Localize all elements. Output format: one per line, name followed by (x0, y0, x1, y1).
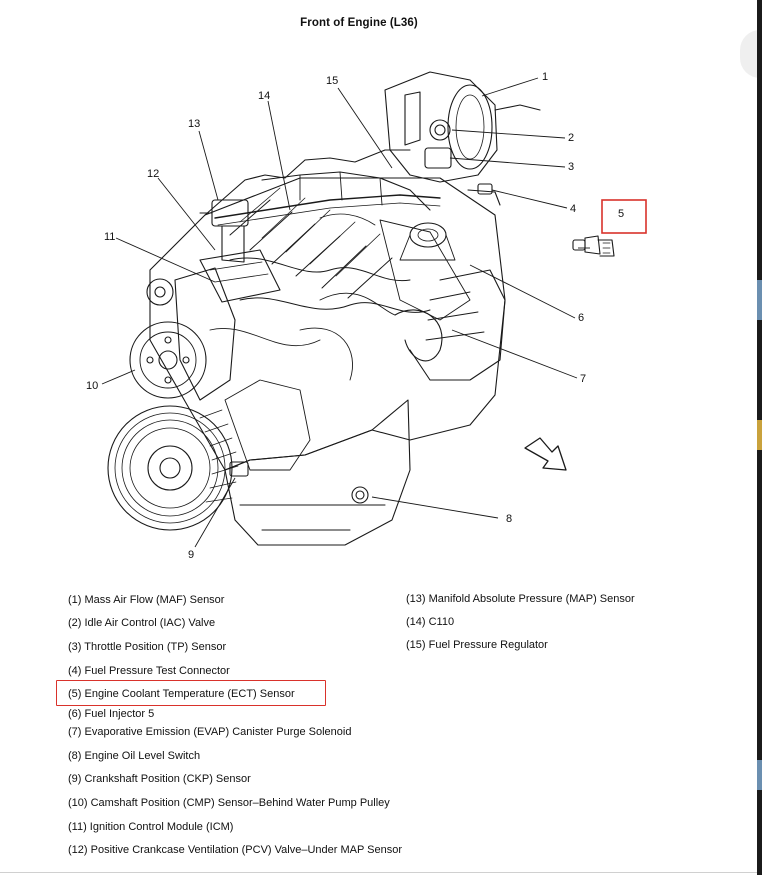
legend-item-15: (15) Fuel Pressure Regulator (406, 639, 548, 651)
legend-item-13: (13) Manifold Absolute Pressure (MAP) Se… (406, 593, 635, 605)
legend-item-14: (14) C110 (406, 616, 455, 628)
callout-6: 6 (578, 312, 584, 324)
legend-item-12: (12) Positive Crankcase Ventilation (PCV… (68, 844, 403, 856)
engine-diagram: 1 2 3 4 5 6 7 8 9 10 11 12 13 14 15 (86, 71, 647, 561)
window-edge (757, 0, 762, 875)
callout-5-highlight (601, 199, 647, 234)
legend-item-10: (10) Camshaft Position (CMP) Sensor–Behi… (68, 797, 390, 809)
callout-9: 9 (188, 549, 194, 561)
callout-3: 3 (568, 161, 574, 173)
water-pump-pulley (129, 321, 207, 399)
ect-sensor-graphic (572, 235, 615, 257)
legend-item-4: (4) Fuel Pressure Test Connector (68, 665, 230, 677)
legend-item-9: (9) Crankshaft Position (CKP) Sensor (68, 773, 251, 785)
throttle-body (384, 71, 498, 183)
callout-10: 10 (86, 380, 98, 392)
legend-item-8: (8) Engine Oil Level Switch (68, 750, 201, 762)
legend-item-2: (2) Idle Air Control (IAC) Valve (68, 617, 216, 629)
callout-4: 4 (570, 203, 576, 215)
oil-pan (224, 399, 411, 546)
crank-balancer (107, 405, 233, 531)
callout-15: 15 (326, 75, 338, 87)
legend-item-3: (3) Throttle Position (TP) Sensor (68, 641, 227, 653)
legend-item-5-highlight (56, 680, 326, 706)
legend-item-6: (6) Fuel Injector 5 (68, 708, 155, 720)
callout-7: 7 (580, 373, 586, 385)
callout-12: 12 (147, 168, 159, 180)
legend-item-1: (1) Mass Air Flow (MAF) Sensor (68, 594, 225, 606)
diagram-title: Front of Engine (L36) (300, 17, 418, 29)
legend-item-7: (7) Evaporative Emission (EVAP) Canister… (68, 726, 352, 738)
scroll-handle[interactable] (740, 30, 762, 78)
callout-2: 2 (568, 132, 574, 144)
callout-13: 13 (188, 118, 200, 130)
callout-11: 11 (104, 231, 115, 243)
callout-5: 5 (618, 208, 624, 220)
fuel-rail (214, 194, 441, 219)
legend-item-11: (11) Ignition Control Module (ICM) (68, 821, 234, 833)
callout-1: 1 (542, 71, 548, 83)
front-arrow (524, 437, 567, 471)
engine-block (149, 177, 506, 471)
callout-8: 8 (506, 513, 512, 525)
legend-item-5: (5) Engine Coolant Temperature (ECT) Sen… (68, 688, 295, 700)
callout-14: 14 (258, 90, 270, 102)
